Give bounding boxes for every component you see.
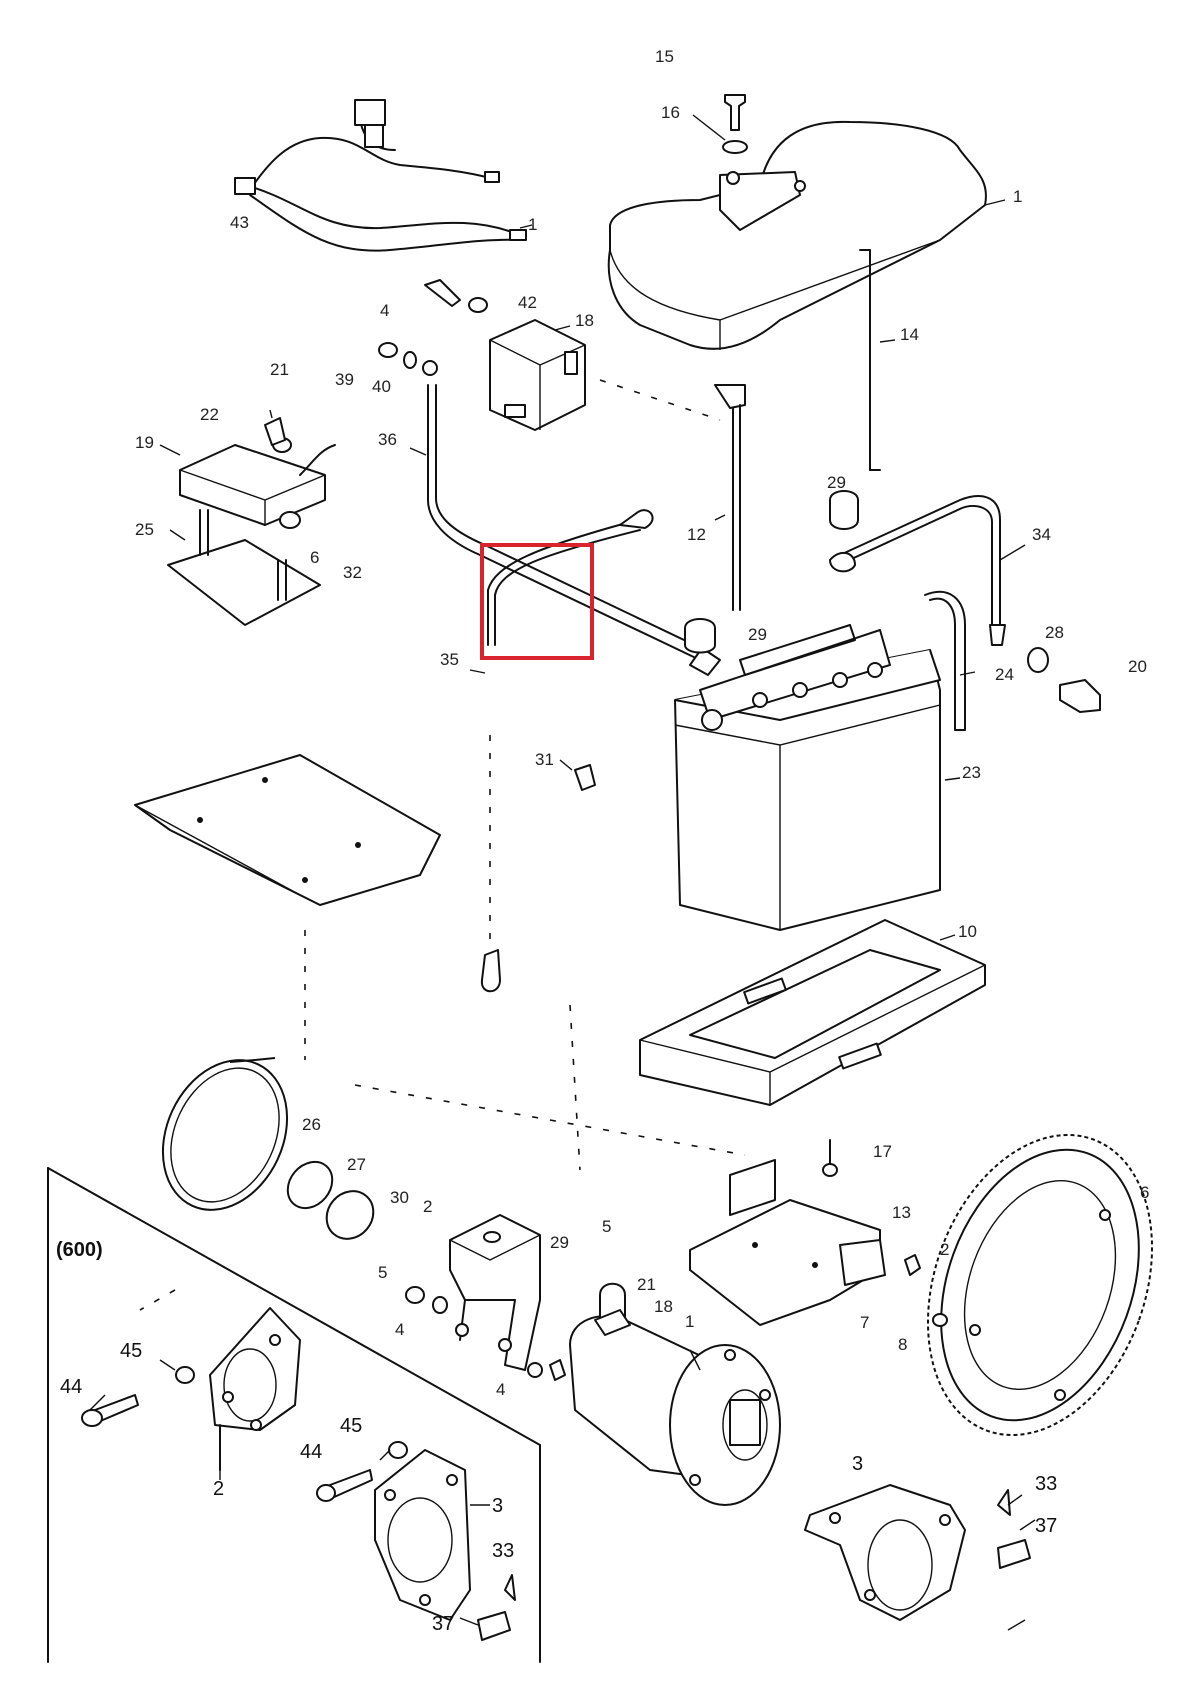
- callout-19: 19: [135, 433, 154, 452]
- callout-33-right: 33: [1035, 1473, 1057, 1495]
- callout-4-lower: 4: [496, 1380, 505, 1399]
- callout-29-lower: 29: [748, 625, 767, 644]
- callout-16: 16: [661, 103, 680, 122]
- callout-6-plate: 6: [310, 548, 319, 567]
- callout-13: 13: [892, 1203, 911, 1222]
- callout-43: 43: [230, 213, 249, 232]
- callout-7: 7: [860, 1313, 869, 1332]
- callout-5-upper: 5: [602, 1217, 611, 1236]
- shield-plate: [134, 754, 441, 906]
- callout-32: 32: [343, 563, 362, 582]
- battery-23: [674, 590, 966, 931]
- callout-17: 17: [873, 1142, 892, 1161]
- callout-29-starter: 29: [550, 1233, 569, 1252]
- callout-37-right: 37: [1035, 1515, 1057, 1537]
- wiring-harness: [234, 99, 527, 252]
- inset-600: [47, 1167, 541, 1663]
- ring-gear-6: [904, 1133, 1154, 1437]
- callout-1-harness: 1: [528, 215, 537, 234]
- callout-2-bracket: 2: [423, 1197, 432, 1216]
- callout-45-inset-b: 45: [340, 1415, 362, 1437]
- callout-21-top: 21: [270, 360, 289, 379]
- callout-44-inset-b: 44: [300, 1441, 322, 1463]
- callout-42: 42: [518, 293, 537, 312]
- callout-3-right: 3: [852, 1453, 863, 1475]
- callout-2-inset: 2: [213, 1478, 224, 1500]
- callout-18-relay: 18: [575, 311, 594, 330]
- callout-2-ring: 2: [940, 1240, 949, 1259]
- callout-14: 14: [900, 325, 919, 344]
- callout-44-inset-a: 44: [60, 1376, 82, 1398]
- callout-6-ring: 6: [1140, 1183, 1149, 1202]
- callout-27: 27: [347, 1155, 366, 1174]
- callout-28: 28: [1045, 623, 1064, 642]
- tank-cover: [607, 94, 987, 611]
- callout-39: 39: [335, 370, 354, 389]
- relay-18: [378, 279, 586, 431]
- callout-30: 30: [390, 1188, 409, 1207]
- callout-26: 26: [302, 1115, 321, 1134]
- callout-4-upper: 4: [395, 1320, 404, 1339]
- callout-36: 36: [378, 430, 397, 449]
- callout-1-cover: 1: [1013, 187, 1022, 206]
- callout-37-inset: 37: [432, 1613, 454, 1635]
- battery-tray-10: [639, 919, 986, 1106]
- callout-25: 25: [135, 520, 154, 539]
- callout-12: 12: [687, 525, 706, 544]
- bracket-2: [405, 1214, 541, 1371]
- callout-labels: 15 16 1 43 1 4 42 18 14 21 39 40 22 19 3…: [56, 47, 1149, 1635]
- callout-23: 23: [962, 763, 981, 782]
- callout-22: 22: [200, 405, 219, 424]
- callout-24: 24: [995, 665, 1014, 684]
- callout-35: 35: [440, 650, 459, 669]
- leader-lines: [89, 114, 1036, 1631]
- support-3: [804, 1484, 1031, 1621]
- callout-3-inset: 3: [492, 1495, 503, 1517]
- callout-40: 40: [372, 377, 391, 396]
- highlight-box: [480, 543, 594, 660]
- callout-45-inset-a: 45: [120, 1340, 142, 1362]
- callout-10: 10: [958, 922, 977, 941]
- callout-4-screw: 4: [380, 301, 389, 320]
- callout-21-starter: 21: [637, 1275, 656, 1294]
- callout-15: 15: [655, 47, 674, 66]
- callout-8: 8: [898, 1335, 907, 1354]
- mount-plate-13: [689, 1139, 886, 1326]
- starter-motor: [527, 1282, 781, 1506]
- assembly-lines: [139, 379, 746, 1311]
- hose-clamps: [161, 1057, 375, 1240]
- inset-label: (600): [56, 1239, 103, 1261]
- callout-33-inset: 33: [492, 1540, 514, 1562]
- cables: [427, 384, 1006, 676]
- callout-31: 31: [535, 750, 554, 769]
- regulator-19: [167, 417, 336, 626]
- callout-29-upper: 29: [827, 473, 846, 492]
- callout-1-starter: 1: [685, 1312, 694, 1331]
- terminal-caps: [480, 490, 1101, 993]
- callout-20: 20: [1128, 657, 1147, 676]
- callout-18-starter: 18: [654, 1297, 673, 1316]
- callout-5-lower: 5: [378, 1263, 387, 1282]
- callout-34: 34: [1032, 525, 1051, 544]
